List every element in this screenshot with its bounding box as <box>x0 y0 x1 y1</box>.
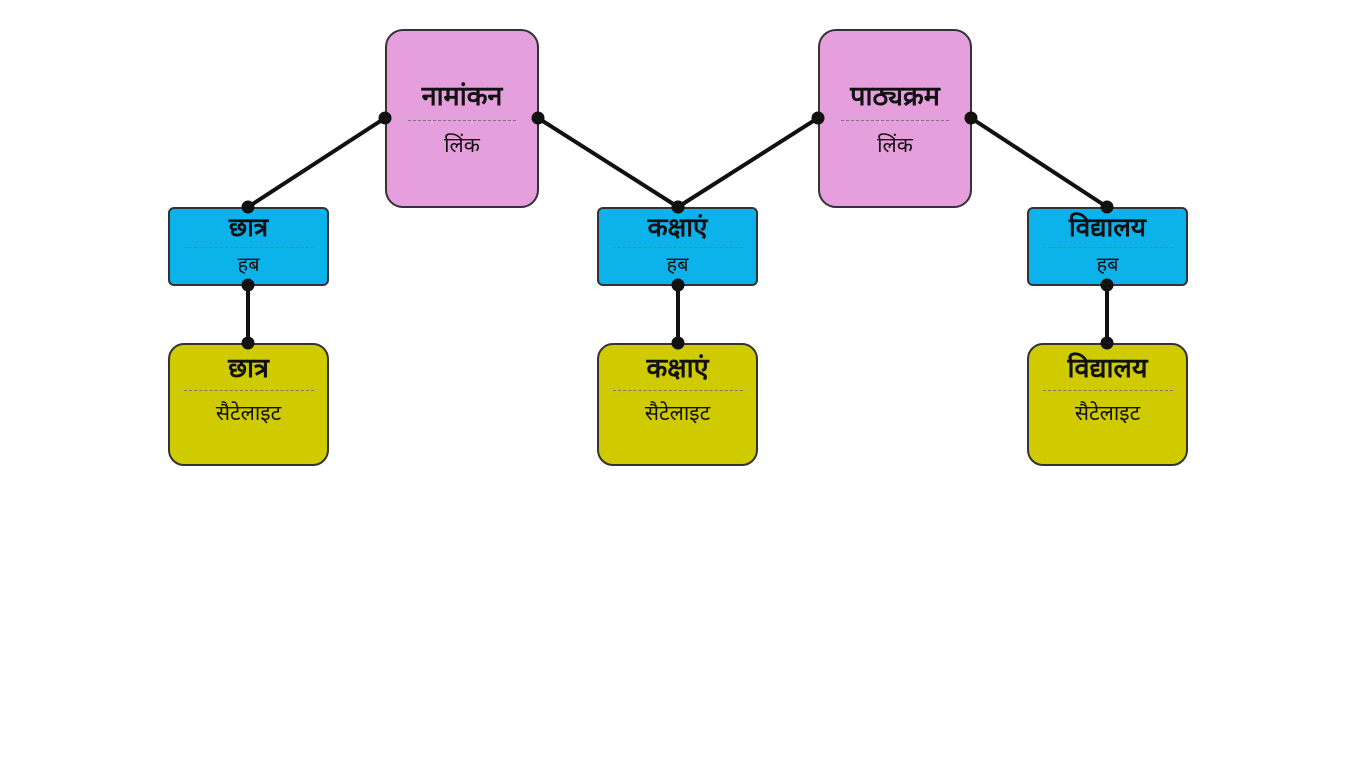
connector-endpoint-dot <box>964 111 978 125</box>
satellite-node-students[interactable]: छात्र सैटेलाइट <box>168 343 329 466</box>
edge-link_2-hub_3 <box>964 111 1114 214</box>
connector-endpoint-dot <box>241 336 255 350</box>
connector-endpoint-dot <box>378 111 392 125</box>
node-type: लिंक <box>444 133 480 157</box>
node-divider <box>841 120 949 121</box>
node-title: छात्र <box>228 213 269 243</box>
node-title: विद्यालय <box>1068 213 1146 243</box>
node-title: पाठ्यक्रम <box>850 81 940 112</box>
node-divider <box>612 247 743 248</box>
node-title: छात्र <box>228 353 269 384</box>
connector-endpoint-dot <box>1100 200 1114 214</box>
edge-hub_1-sat_1 <box>241 278 255 350</box>
connector-endpoint-dot <box>811 111 825 125</box>
node-type: लिंक <box>877 133 913 157</box>
node-type: हब <box>666 252 689 276</box>
connector-line <box>676 116 820 209</box>
node-title: विद्यालय <box>1067 353 1148 384</box>
connector-endpoint-dot <box>1100 278 1114 292</box>
edge-hub_1-link_1 <box>241 111 392 214</box>
satellite-node-classes[interactable]: कक्षाएं सैटेलाइट <box>597 343 758 466</box>
edge-hub_2-sat_2 <box>671 278 685 350</box>
node-type: हब <box>1096 252 1119 276</box>
edge-hub_3-sat_3 <box>1100 278 1114 350</box>
node-type: सैटेलाइट <box>1074 401 1141 425</box>
node-title: कक्षाएं <box>646 353 709 384</box>
connector-line <box>969 116 1109 209</box>
connector-endpoint-dot <box>241 278 255 292</box>
node-divider <box>408 120 516 121</box>
connector-line <box>536 116 680 209</box>
satellite-node-school[interactable]: विद्यालय सैटेलाइट <box>1027 343 1188 466</box>
node-divider <box>183 390 314 391</box>
connector-endpoint-dot <box>671 278 685 292</box>
node-divider <box>183 247 314 248</box>
hub-node-classes[interactable]: कक्षाएं हब <box>597 207 758 286</box>
edge-link_1-hub_2 <box>531 111 685 214</box>
connector-endpoint-dot <box>1100 336 1114 350</box>
node-type: हब <box>237 252 260 276</box>
edge-hub_2-link_2 <box>671 111 825 214</box>
node-divider <box>612 390 743 391</box>
node-type: सैटेलाइट <box>644 401 711 425</box>
connector-endpoint-dot <box>531 111 545 125</box>
hub-node-school[interactable]: विद्यालय हब <box>1027 207 1188 286</box>
link-node-enrollment[interactable]: नामांकन लिंक <box>385 29 539 208</box>
node-title: कक्षाएं <box>647 213 708 243</box>
node-divider <box>1042 390 1173 391</box>
connector-line <box>246 116 387 209</box>
connector-endpoint-dot <box>241 200 255 214</box>
node-divider <box>1042 247 1173 248</box>
connector-endpoint-dot <box>671 200 685 214</box>
node-title: नामांकन <box>421 81 503 112</box>
connector-endpoint-dot <box>671 336 685 350</box>
node-type: सैटेलाइट <box>215 401 282 425</box>
